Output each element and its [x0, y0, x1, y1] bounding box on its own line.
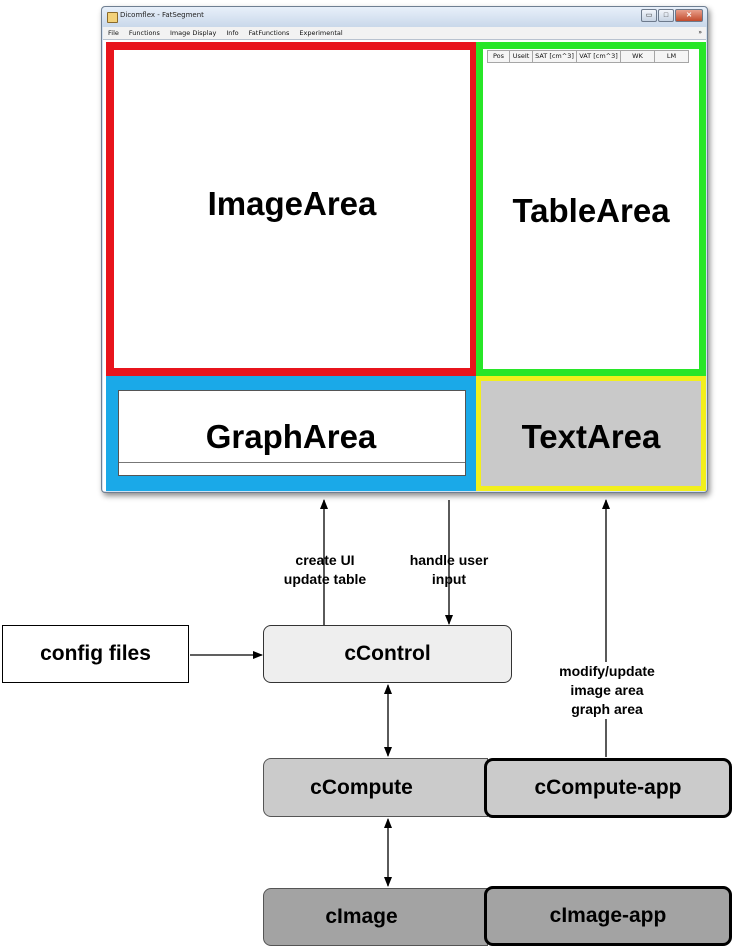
menu-image-display[interactable]: Image Display	[169, 29, 217, 37]
config-files-box: config files	[2, 625, 189, 683]
cimage-app-box: cImage-app	[484, 886, 732, 946]
menu-experimental[interactable]: Experimental	[299, 29, 343, 37]
annotation-handle-input-line1: handle user	[409, 552, 489, 568]
ccontrol-box: cControl	[263, 625, 512, 683]
menu-overflow-icon[interactable]: »	[698, 29, 702, 36]
table-area-label: TableArea	[512, 192, 670, 229]
column-header-useit[interactable]: UseIt	[509, 50, 533, 63]
table-area-panel[interactable]: Pos UseIt SAT [cm^3] VAT [cm^3] WK LM Ta…	[476, 42, 706, 376]
ccompute-box: cCompute	[263, 758, 488, 817]
ccompute-app-box: cCompute-app	[484, 758, 732, 818]
graph-scrollbar[interactable]	[119, 462, 465, 475]
annotation-modify-update-line3: graph area	[571, 701, 643, 717]
menu-info[interactable]: Info	[226, 29, 239, 37]
annotation-modify-update-line2: image area	[570, 682, 644, 698]
image-area-panel[interactable]: ImageArea	[106, 42, 478, 376]
close-button[interactable]: ✕	[675, 9, 703, 22]
minimize-button[interactable]: ▭	[641, 9, 657, 22]
annotation-create-ui: create UI update table	[270, 551, 380, 589]
maximize-button[interactable]: □	[658, 9, 674, 22]
menu-functions[interactable]: Functions	[128, 29, 160, 37]
annotation-modify-update-line1: modify/update	[559, 663, 655, 679]
title-bar: Dicomflex - FatSegment ▭ □ ✕	[102, 7, 707, 27]
cimage-label: cImage	[325, 905, 398, 928]
image-area-label: ImageArea	[207, 185, 377, 222]
figure-canvas: ImageArea Pos UseIt SAT [cm^3] VAT [cm^3…	[103, 40, 706, 491]
text-area-label: TextArea	[521, 418, 661, 455]
annotation-create-ui-line2: update table	[283, 571, 367, 587]
table-header: Pos UseIt SAT [cm^3] VAT [cm^3] WK LM	[487, 50, 689, 63]
window-title: Dicomflex - FatSegment	[120, 11, 204, 19]
cimage-box: cImage	[263, 888, 488, 946]
text-area-panel[interactable]: TextArea	[476, 376, 706, 491]
graph-axes	[118, 390, 466, 476]
column-header-lm[interactable]: LM	[654, 50, 689, 63]
menu-fatfunctions[interactable]: FatFunctions	[248, 29, 290, 37]
graph-area-panel[interactable]: GraphArea	[106, 376, 476, 491]
annotation-handle-input: handle user input	[393, 551, 505, 589]
annotation-handle-input-line2: input	[431, 571, 467, 587]
app-window: Dicomflex - FatSegment ▭ □ ✕ File Functi…	[101, 6, 708, 493]
graph-area-label: GraphArea	[205, 418, 377, 455]
annotation-modify-update: modify/update image area graph area	[541, 662, 673, 719]
window-controls: ▭ □ ✕	[640, 9, 703, 22]
ccompute-label: cCompute	[310, 775, 413, 799]
annotation-create-ui-line1: create UI	[295, 552, 355, 568]
app-icon	[107, 12, 118, 23]
menu-file[interactable]: File	[108, 29, 119, 37]
menu-bar: File Functions Image Display Info FatFun…	[103, 27, 706, 40]
